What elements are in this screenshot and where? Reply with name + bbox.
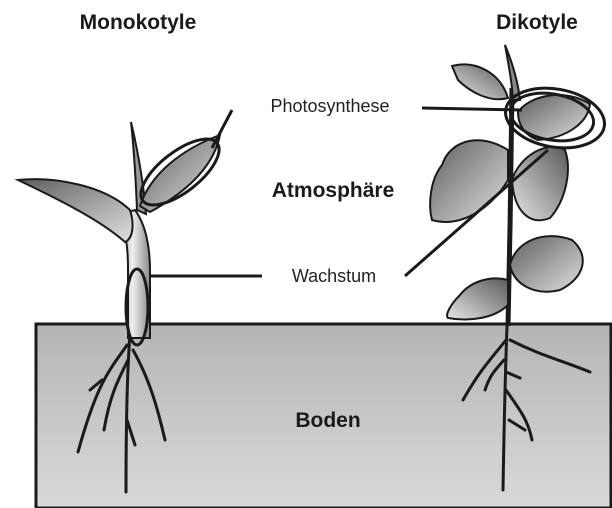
photosynthesis-leader-right bbox=[422, 108, 522, 110]
photosynthesis-leader-left bbox=[212, 110, 232, 148]
dicot-leaf-big-left bbox=[430, 140, 508, 222]
label-dicot: Dikotyle bbox=[496, 11, 578, 34]
label-soil: Boden bbox=[295, 409, 360, 432]
label-monocot: Monokotyle bbox=[80, 11, 197, 34]
dicot-leaf-top-left bbox=[452, 64, 508, 99]
dicot-leaf-lower-left bbox=[447, 278, 508, 319]
dicot-leaf-lower-right bbox=[510, 236, 583, 291]
label-growth: Wachstum bbox=[292, 266, 376, 286]
monocot-leaf-left bbox=[18, 179, 133, 242]
dicot-leaf-top-spike bbox=[505, 45, 520, 100]
label-photosynthesis: Photosynthese bbox=[270, 96, 389, 116]
label-atmosphere: Atmosphäre bbox=[272, 179, 395, 202]
